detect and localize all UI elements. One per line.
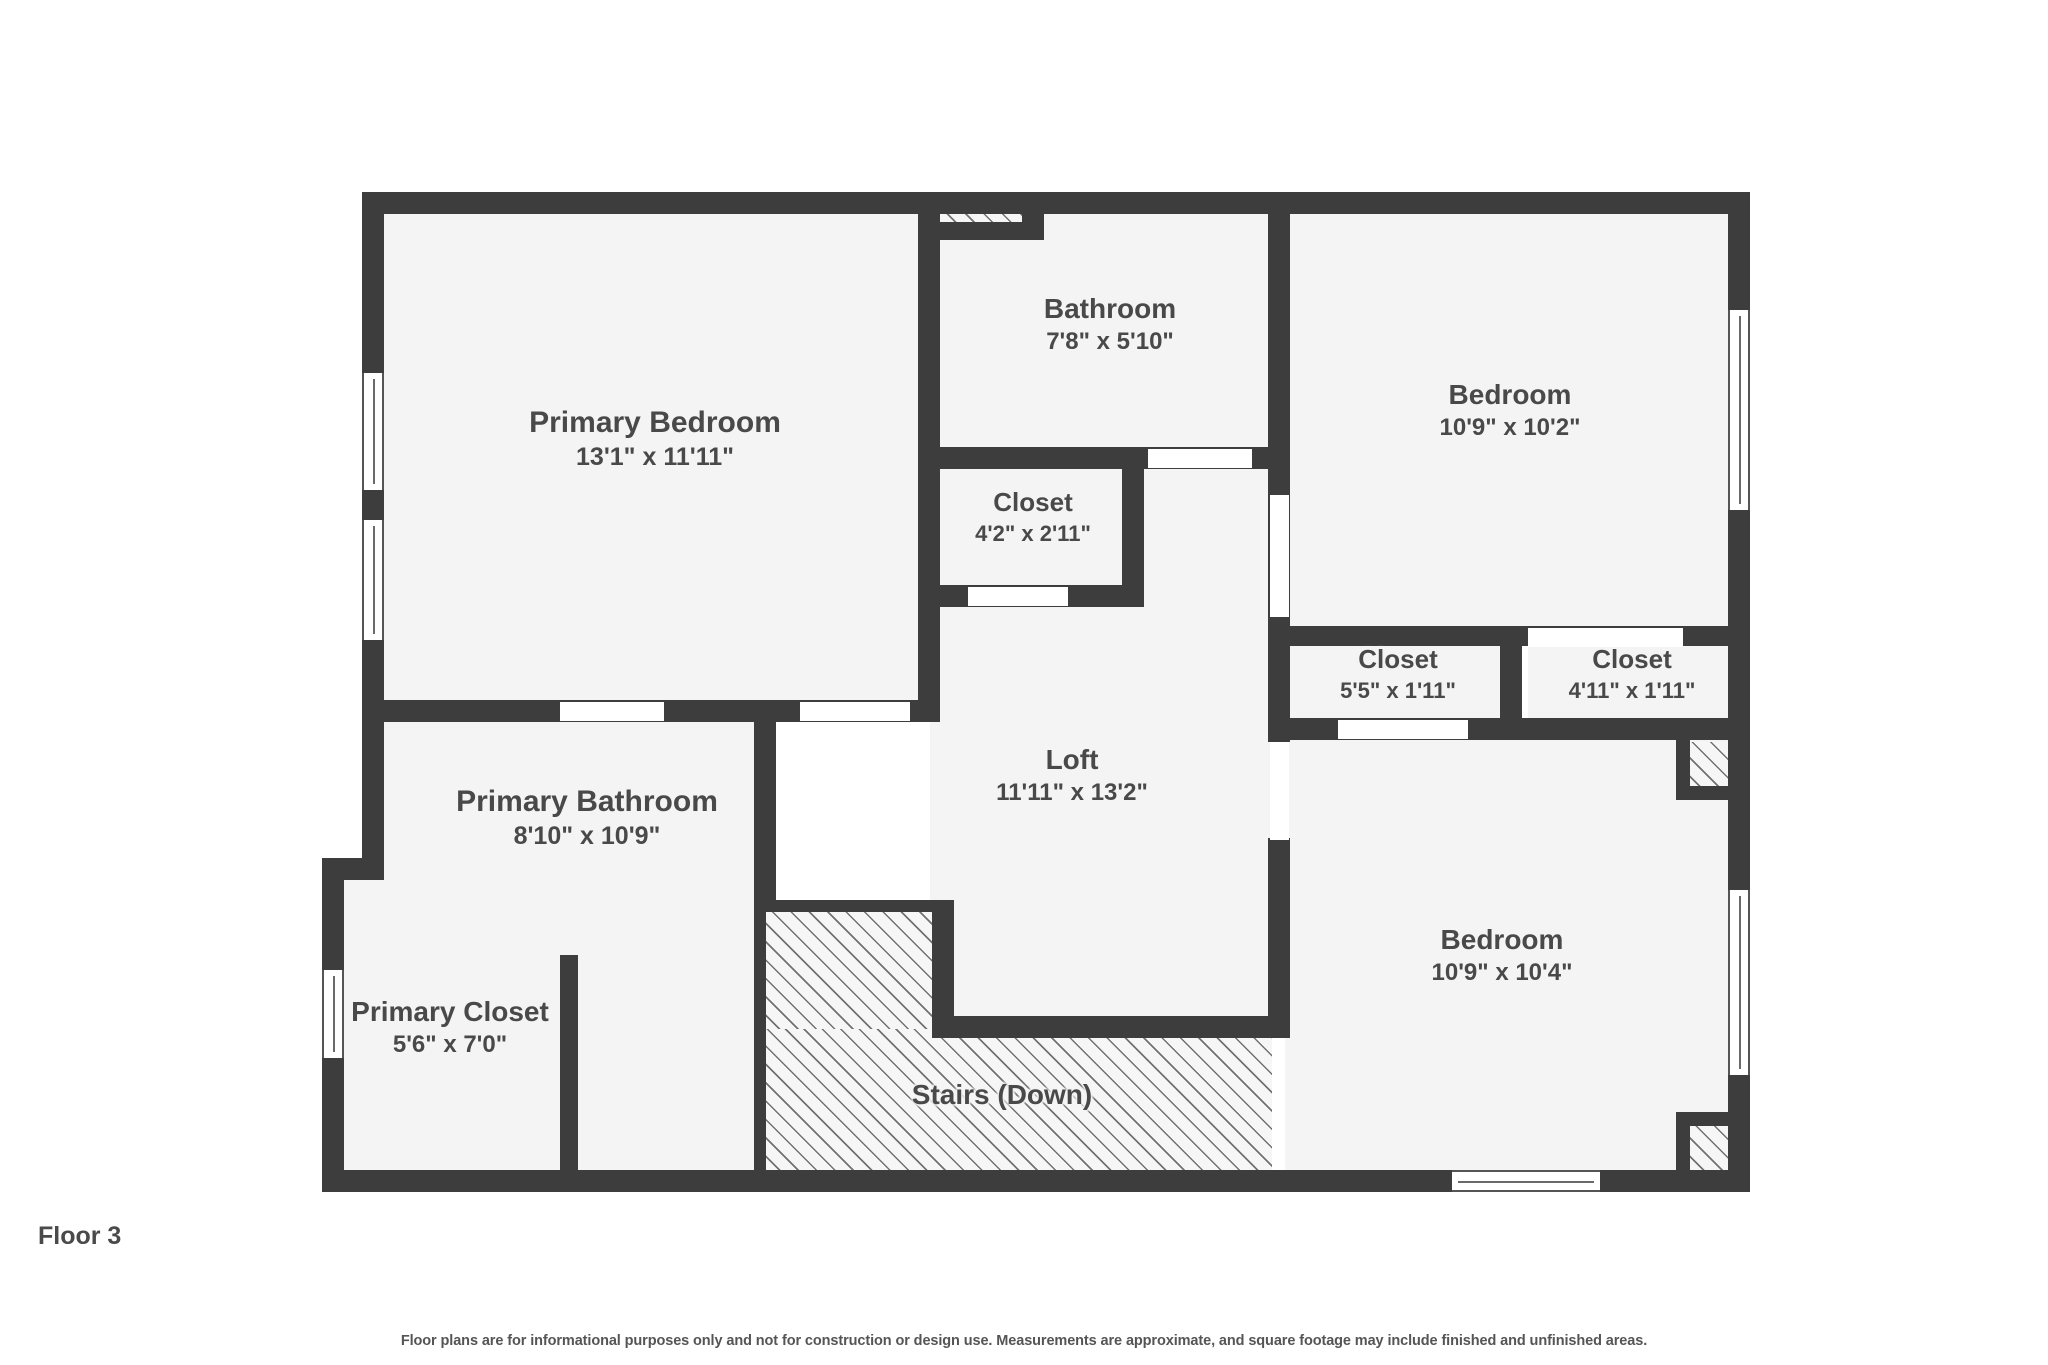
interior-wall-primary-bathroom-right bbox=[754, 712, 776, 912]
interior-wall-notch-right bbox=[1022, 192, 1044, 222]
interior-wall-stair-bottom bbox=[932, 1016, 1280, 1038]
door-loft-to-bedroom-top bbox=[1270, 495, 1289, 617]
interior-wall-closets-divider bbox=[1500, 626, 1522, 738]
interior-wall-primary-closet-right bbox=[560, 955, 578, 1192]
room-fill-bedroom-bottom bbox=[1285, 726, 1740, 1170]
door-primary-bedroom-to-loft bbox=[800, 702, 910, 721]
exterior-wall-bottom-left bbox=[322, 1170, 772, 1192]
door-closet-right bbox=[1528, 628, 1683, 647]
disclaimer-text: Floor plans are for informational purpos… bbox=[400, 1333, 1648, 1349]
door-closet-bathroom bbox=[968, 587, 1068, 606]
window-bedroom-bottom-bottom bbox=[1452, 1170, 1600, 1192]
room-fill-closet-right bbox=[1528, 638, 1740, 726]
window-bedroom-top-right bbox=[1728, 310, 1750, 510]
right-notch-hatch-upper bbox=[1684, 742, 1732, 790]
door-closet-left bbox=[1338, 720, 1468, 739]
interior-wall-right-notch-upper-left bbox=[1676, 740, 1690, 798]
interior-wall-right-notch-lower-top bbox=[1676, 1112, 1750, 1126]
stairs-hatch-upper bbox=[760, 907, 932, 1029]
window-primary-bedroom-left-lower bbox=[362, 520, 384, 640]
interior-wall-right-notch-lower-left bbox=[1676, 1112, 1690, 1172]
interior-wall-stair-left-cap bbox=[754, 900, 940, 912]
interior-wall-loft-right bbox=[1268, 630, 1290, 742]
interior-wall-closet-bathroom-right bbox=[1122, 447, 1144, 607]
room-fill-closet-left bbox=[1285, 638, 1510, 726]
door-bathroom-to-loft bbox=[1148, 449, 1252, 468]
window-primary-closet-left bbox=[322, 970, 344, 1058]
right-notch-hatch-lower bbox=[1684, 1124, 1732, 1170]
window-primary-bedroom-left-upper bbox=[362, 373, 384, 490]
interior-wall-loft-right-lower bbox=[1268, 838, 1290, 1038]
interior-wall-notch-bottom bbox=[918, 222, 1044, 240]
interior-wall-stair-left bbox=[754, 900, 766, 1190]
exterior-wall-left-bathroom bbox=[362, 700, 384, 880]
exterior-wall-top bbox=[362, 192, 1750, 214]
room-fill-loft-upper bbox=[930, 440, 1275, 910]
floor-caption: Floor 3 bbox=[38, 1222, 122, 1250]
room-fill-primary-closet bbox=[330, 875, 575, 1170]
stairs-hatch-lower bbox=[760, 1029, 1272, 1170]
interior-wall-stair-vertical bbox=[932, 900, 954, 1030]
exterior-wall-bottom-stairs bbox=[760, 1170, 1280, 1192]
door-primary-bedroom-to-bathroom bbox=[560, 702, 664, 721]
interior-wall-right-notch-upper-bottom bbox=[1676, 786, 1750, 800]
door-loft-to-bedroom-bottom bbox=[1270, 742, 1289, 840]
window-bedroom-bottom-right bbox=[1728, 890, 1750, 1075]
room-fill-primary-bedroom bbox=[365, 192, 930, 712]
room-fill-bedroom-top bbox=[1290, 192, 1740, 632]
